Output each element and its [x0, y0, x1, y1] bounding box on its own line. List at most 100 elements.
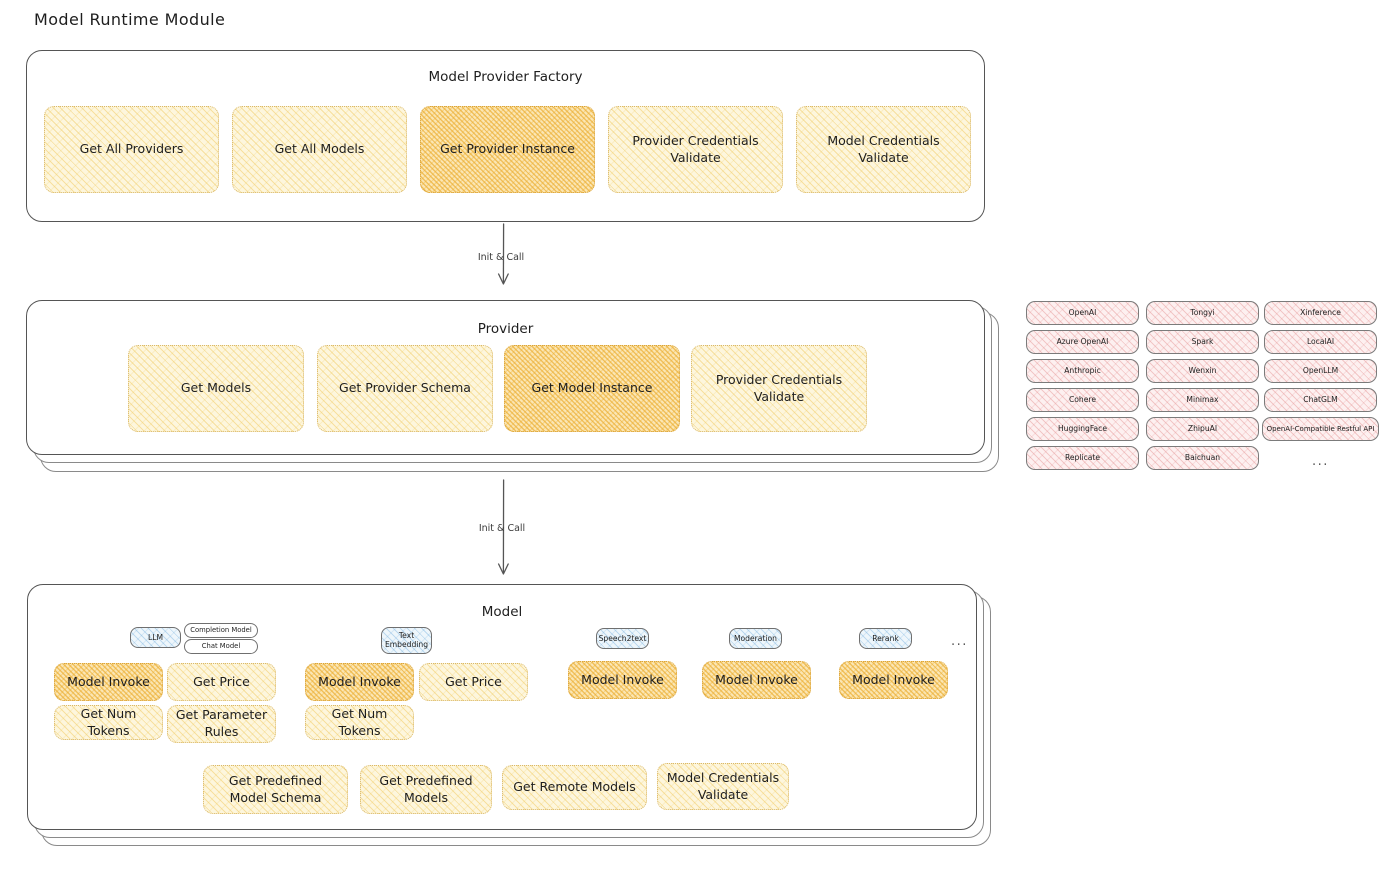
- node-label: Provider Credentials Validate: [715, 371, 843, 404]
- chip-label: Chat Model: [201, 642, 241, 651]
- model-embedding-node-get-price[interactable]: Get Price: [419, 663, 528, 701]
- node-label: Model Invoke: [67, 673, 150, 689]
- node-label: Get Price: [445, 673, 502, 689]
- model-rerank-node-model-invoke[interactable]: Model Invoke: [839, 661, 948, 699]
- chip-label: Anthropic: [1064, 366, 1101, 376]
- chip-label: Rerank: [872, 633, 899, 643]
- model-type-chip-text-embedding[interactable]: Text Embedding: [381, 627, 432, 654]
- model-common-node-get-predefined-model-schema[interactable]: Get Predefined Model Schema: [203, 765, 348, 814]
- provider-chip-minimax[interactable]: Minimax: [1146, 388, 1259, 412]
- provider-chip-wenxin[interactable]: Wenxin: [1146, 359, 1259, 383]
- provider-node-get-models[interactable]: Get Models: [128, 345, 304, 432]
- provider-chip-localai[interactable]: LocalAI: [1264, 330, 1377, 354]
- chip-label: Azure OpenAI: [1056, 337, 1109, 347]
- model-type-chip-moderation[interactable]: Moderation: [729, 628, 782, 649]
- page-title: Model Runtime Module: [34, 10, 226, 29]
- provider-chip-zhipuai[interactable]: ZhipuAI: [1146, 417, 1259, 441]
- chip-label: OpenLLM: [1302, 366, 1339, 376]
- arrow-factory-to-provider: [497, 223, 509, 285]
- chip-label: ChatGLM: [1303, 395, 1338, 405]
- node-label: Provider Credentials Validate: [632, 132, 759, 165]
- model-provider-factory-title: Model Provider Factory: [428, 69, 583, 85]
- model-subtype-chip-completion-model[interactable]: Completion Model: [184, 623, 258, 638]
- factory-node-get-provider-instance[interactable]: Get Provider Instance: [420, 106, 595, 193]
- model-common-node-get-remote-models[interactable]: Get Remote Models: [502, 765, 647, 810]
- factory-node-get-all-providers[interactable]: Get All Providers: [44, 106, 219, 193]
- node-label: Model Invoke: [852, 671, 935, 687]
- chip-label: OpenAI: [1068, 308, 1097, 318]
- chip-label: Moderation: [733, 633, 777, 643]
- model-speech2text-node-model-invoke[interactable]: Model Invoke: [568, 661, 677, 699]
- model-llm-node-get-price[interactable]: Get Price: [167, 663, 276, 701]
- provider-chip-azure-openai[interactable]: Azure OpenAI: [1026, 330, 1139, 354]
- provider-chip-tongyi[interactable]: Tongyi: [1146, 301, 1259, 325]
- chip-label: LocalAI: [1306, 337, 1335, 347]
- model-llm-node-get-parameter-rules[interactable]: Get Parameter Rules: [167, 705, 276, 743]
- chip-label: ZhipuAI: [1187, 424, 1218, 434]
- provider-node-get-model-instance[interactable]: Get Model Instance: [504, 345, 680, 432]
- provider-chip-openllm[interactable]: OpenLLM: [1264, 359, 1377, 383]
- node-label: Get Num Tokens: [331, 705, 388, 738]
- model-moderation-node-model-invoke[interactable]: Model Invoke: [702, 661, 811, 699]
- provider-chip-baichuan[interactable]: Baichuan: [1146, 446, 1259, 470]
- chip-label: Cohere: [1068, 395, 1097, 405]
- model-common-node-model-credentials-validate[interactable]: Model Credentials Validate: [657, 763, 789, 810]
- model-common-node-get-predefined-models[interactable]: Get Predefined Models: [360, 765, 492, 814]
- chip-label: Completion Model: [190, 626, 252, 635]
- provider-chip-chatglm[interactable]: ChatGLM: [1264, 388, 1377, 412]
- model-type-chip-llm[interactable]: LLM: [130, 627, 181, 648]
- node-label: Get Predefined Model Schema: [228, 772, 323, 805]
- model-embedding-node-get-num-tokens[interactable]: Get Num Tokens: [305, 705, 414, 740]
- node-label: Get Model Instance: [531, 380, 653, 396]
- model-title: Model: [481, 604, 523, 620]
- chip-label: OpenAI-Compatible Restful API: [1266, 424, 1375, 433]
- node-label: Get Parameter Rules: [175, 707, 268, 739]
- factory-node-model-credentials-validate[interactable]: Model Credentials Validate: [796, 106, 971, 193]
- model-type-chip-rerank[interactable]: Rerank: [859, 628, 912, 649]
- provider-chip-openai[interactable]: OpenAI: [1026, 301, 1139, 325]
- model-subtype-chip-chat-model[interactable]: Chat Model: [184, 639, 258, 654]
- chip-label: Minimax: [1186, 395, 1219, 405]
- chip-label: HuggingFace: [1057, 424, 1108, 434]
- chip-label: Replicate: [1064, 453, 1101, 463]
- node-label: Get Models: [180, 380, 252, 396]
- node-label: Get Remote Models: [513, 779, 636, 795]
- arrow-provider-to-model: [497, 479, 509, 575]
- node-label: Get Price: [193, 673, 250, 689]
- model-embedding-node-model-invoke[interactable]: Model Invoke: [305, 663, 414, 701]
- node-label: Model Invoke: [715, 671, 798, 687]
- node-label: Model Invoke: [581, 671, 664, 687]
- node-label: Model Credentials Validate: [666, 769, 780, 802]
- chip-label: Speech2text: [598, 633, 647, 643]
- node-label: Get Provider Instance: [440, 141, 575, 157]
- provider-title: Provider: [477, 321, 534, 337]
- model-llm-node-get-num-tokens[interactable]: Get Num Tokens: [54, 705, 163, 740]
- factory-node-get-all-models[interactable]: Get All Models: [232, 106, 407, 193]
- chip-label: Spark: [1191, 337, 1214, 347]
- model-type-chip-speech2text[interactable]: Speech2text: [596, 628, 649, 649]
- provider-chip-spark[interactable]: Spark: [1146, 330, 1259, 354]
- chip-label: Baichuan: [1184, 453, 1221, 463]
- model-llm-node-model-invoke[interactable]: Model Invoke: [54, 663, 163, 701]
- factory-node-provider-credentials-validate[interactable]: Provider Credentials Validate: [608, 106, 783, 193]
- chip-label: Tongyi: [1190, 308, 1215, 318]
- node-label: Get All Providers: [79, 141, 184, 157]
- chip-label: Text Embedding: [384, 630, 429, 649]
- provider-chip-anthropic[interactable]: Anthropic: [1026, 359, 1139, 383]
- provider-chip-replicate[interactable]: Replicate: [1026, 446, 1139, 470]
- provider-node-provider-credentials-validate[interactable]: Provider Credentials Validate: [691, 345, 867, 432]
- arrow-factory-to-provider-label: Init & Call: [477, 252, 525, 263]
- node-label: Get Predefined Models: [379, 772, 473, 805]
- provider-chip-cohere[interactable]: Cohere: [1026, 388, 1139, 412]
- provider-chip-xinference[interactable]: Xinference: [1264, 301, 1377, 325]
- provider-node-get-provider-schema[interactable]: Get Provider Schema: [317, 345, 493, 432]
- node-label: Get Provider Schema: [339, 380, 471, 396]
- node-label: Get All Models: [274, 141, 365, 157]
- node-label: Model Credentials Validate: [827, 132, 940, 165]
- provider-chip-huggingface[interactable]: HuggingFace: [1026, 417, 1139, 441]
- chip-label: LLM: [147, 632, 163, 642]
- chip-label: Xinference: [1300, 308, 1341, 318]
- provider-chip-openai-compatible-restful-api[interactable]: OpenAI-Compatible Restful API: [1262, 417, 1379, 441]
- provider-list-more: ...: [1312, 454, 1329, 469]
